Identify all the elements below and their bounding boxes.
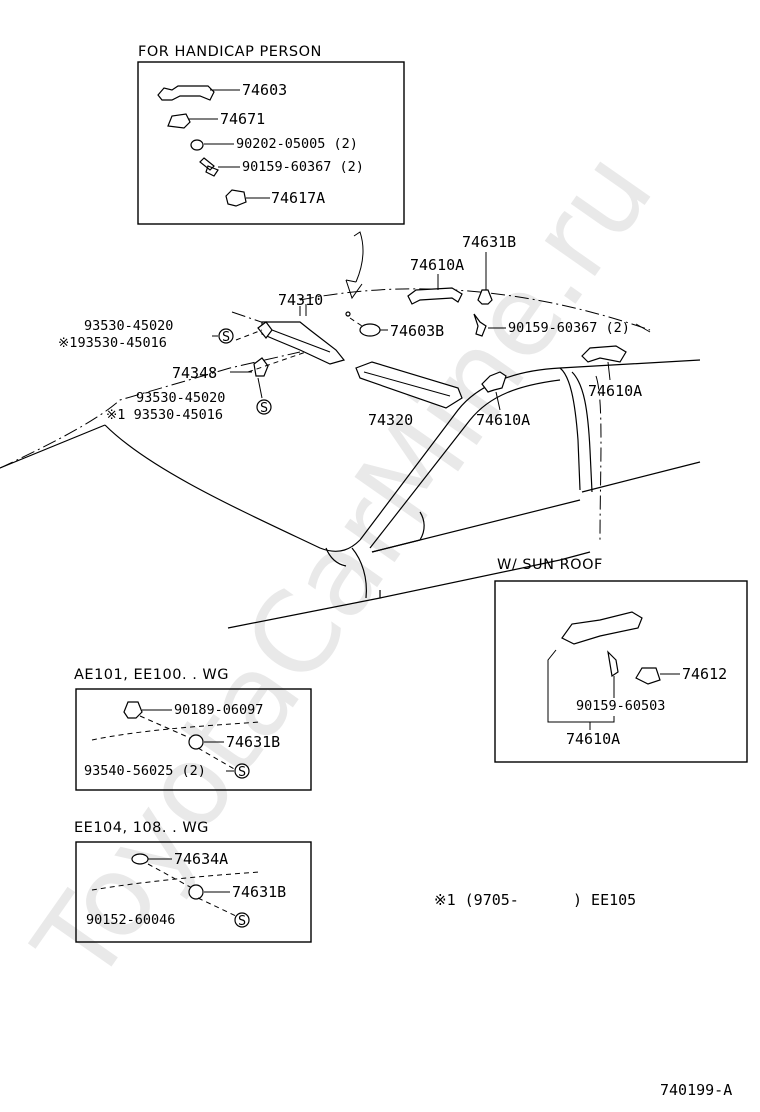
label-93540-56025: 93540-56025 (2): [84, 763, 206, 779]
cap-74603B-icon: [359, 323, 381, 337]
label-193530-45016-a: ※193530-45016: [58, 335, 167, 351]
assist-grip-mid-icon: [481, 371, 507, 393]
label-90159-60367-box: 90159-60367 (2): [242, 159, 364, 175]
screw-main-icon: [473, 313, 487, 337]
s-symbol-c-text: S: [238, 764, 246, 780]
label-90202: 90202-05005 (2): [236, 136, 358, 152]
grip-handle-icon: [157, 85, 215, 101]
handicap-title: FOR HANDICAP PERSON: [138, 44, 322, 60]
label-90159-60503: 90159-60503: [576, 698, 665, 714]
label-90189-06097: 90189-06097: [174, 702, 263, 718]
s-symbol-d: [234, 912, 250, 928]
label-74631B: 74631B: [462, 233, 516, 251]
assist-grip-right-icon: [581, 345, 627, 363]
s-symbol-c: [234, 763, 250, 779]
label-74348: 74348: [172, 364, 217, 382]
visor-holder-top-icon: [257, 321, 273, 339]
label-74617A: 74617A: [271, 189, 325, 207]
label-90159-60367: 90159-60367 (2): [508, 320, 630, 336]
label-74671: 74671: [220, 110, 265, 128]
s-symbol-a-text: S: [222, 329, 230, 345]
label-74603: 74603: [242, 81, 287, 99]
label-74610A-top: 74610A: [410, 256, 464, 274]
handicap-section: FOR HANDICAP PERSON 74603 74671 90202-05…: [137, 44, 405, 225]
main-parts: S S: [212, 252, 651, 416]
assist-grip-top-icon: [407, 287, 463, 305]
s-symbol-b: [256, 399, 272, 415]
sun-visor-74310-icon: [261, 321, 346, 365]
label-74631B-ee104: 74631B: [232, 883, 286, 901]
ae101-title: AE101, EE100. . WG: [74, 667, 229, 683]
ee104-clip-icon: [188, 884, 204, 900]
label-74310: 74310: [278, 291, 323, 309]
clip-icon: [225, 189, 247, 207]
washer-icon: [190, 139, 204, 151]
label-93530-45020-a: 93530-45020: [84, 318, 173, 334]
sunroof-section: W/ SUN ROOF 74612 90159-60503 74610A: [494, 557, 748, 763]
label-74610A-mid: 74610A: [476, 411, 530, 429]
s-symbol-d-text: S: [238, 913, 246, 929]
ee104-title: EE104, 108. . WG: [74, 820, 209, 836]
label-193530-45016-b: ※1 93530-45016: [106, 407, 223, 423]
label-74634A: 74634A: [174, 850, 228, 868]
label-74603B: 74603B: [390, 322, 444, 340]
handicap-box: [137, 61, 405, 225]
label-74320: 74320: [368, 411, 413, 429]
ee104-section: EE104, 108. . WG 74634A 74631B 90152-600…: [74, 820, 312, 943]
pointer-arrow: [345, 231, 364, 300]
roof-drawing: [0, 288, 701, 629]
ae101-clip-icon: [188, 734, 204, 750]
figure-id: 740199-A: [660, 1081, 732, 1099]
s-symbol-a: [218, 328, 234, 344]
label-74610A-right: 74610A: [588, 382, 642, 400]
sunroof-screw-icon: [607, 650, 619, 678]
label-93530-45020-b: 93530-45020: [136, 390, 225, 406]
s-symbol-b-text: S: [260, 400, 268, 416]
label-74631B-ae101: 74631B: [226, 733, 280, 751]
note-ee105: ※1 (9705- ) EE105: [434, 891, 636, 909]
ae101-box: [75, 688, 312, 791]
sunroof-cover-icon: [635, 667, 661, 685]
label-74610A-sunroof: 74610A: [566, 730, 620, 748]
ae101-section: AE101, EE100. . WG 90189-06097 74631B 93…: [74, 667, 312, 791]
sun-visors: [235, 304, 463, 409]
sunroof-grip-icon: [561, 611, 643, 645]
clip-74631B-icon: [477, 289, 493, 305]
label-74612: 74612: [682, 665, 727, 683]
sunroof-box: [494, 580, 748, 763]
screw-icon: [199, 157, 219, 177]
label-90152-60046: 90152-60046: [86, 912, 175, 928]
main-labels: 74631B 74610A 74310 74603B 90159-60367 (…: [58, 233, 642, 429]
sunroof-title: W/ SUN ROOF: [497, 557, 603, 573]
ee104-cap-icon: [131, 853, 149, 865]
ee104-box: [75, 841, 312, 943]
ae101-bracket-icon: [123, 701, 143, 719]
cover-icon: [167, 113, 191, 129]
